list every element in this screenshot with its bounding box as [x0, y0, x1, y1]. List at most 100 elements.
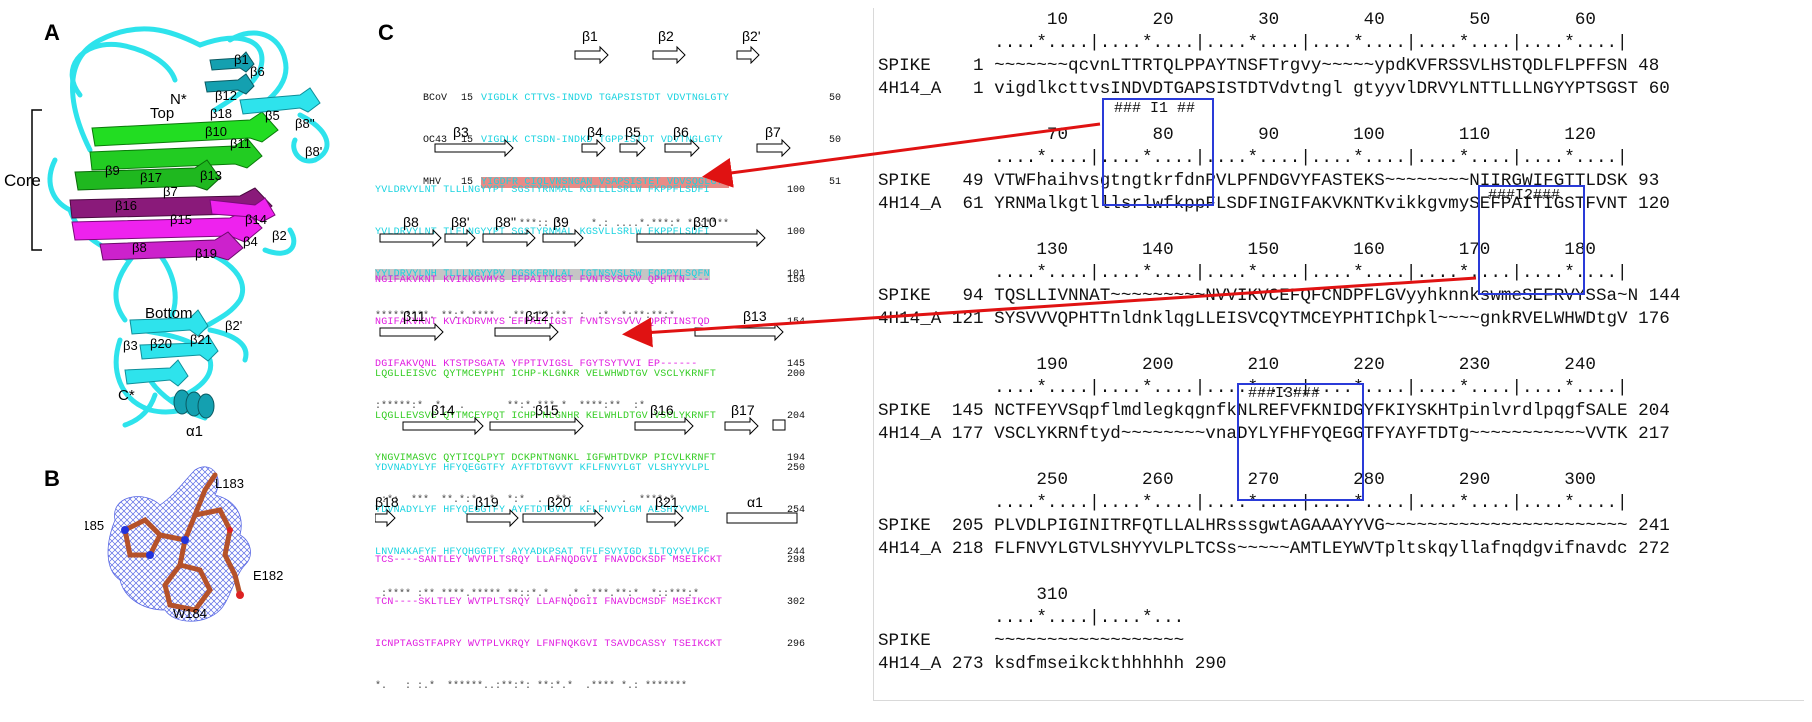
consensus: *. : :.* ******..:**:*: **:*.* .**** *.:…: [375, 681, 688, 692]
alignment-line: 4H14_A 61 YRNMalkgtlllsrlwfkppFLSDFINGIF…: [878, 194, 1670, 214]
ss-row-2: β8 β8' β8'' β9 β10: [379, 214, 766, 248]
label-b8p: β8': [305, 144, 322, 159]
ss-label: β17: [731, 402, 755, 418]
seq-end: 145: [786, 359, 805, 370]
c-row-4: YDVNADYLYF HFYQEGGTFY AYFTDTGVVT KFLFNVY…: [375, 434, 805, 630]
consensus: .:*: *** **.*:*: * *:* . **: . . . ****:…: [375, 495, 676, 506]
panel-label-c: C: [378, 20, 394, 45]
seq-text: ICNPTAGSTFAPRY WVTPLVKRQY LFNFNQKGVI TSA…: [375, 639, 723, 650]
seq-text: TCN----SKLTLEY WVTPLTSRQY LLAFNQDGII FNA…: [375, 597, 723, 608]
label-b11: β11: [230, 136, 251, 151]
seq-text: YIGDFR CIQLVNSNGAN VSAPSISTET VDVSQGLGTY: [481, 177, 730, 188]
ss-label: β12: [525, 308, 549, 324]
alignment-line: ....*....|....*....|....*....|....*....|…: [878, 378, 1628, 398]
c-row-1: YVLDRVYLNT TLLLNGYYPT SGSTYRNMAL KGTLLLS…: [375, 156, 805, 352]
alignment-line: SPIKE 205 PLVDLPIGINITRFQTLLALHRsssgwtAG…: [878, 516, 1670, 536]
density-mesh-model: L183 H185 E182 W184: [85, 466, 283, 622]
seq-end: 204: [786, 411, 805, 422]
loop-tubes: [47, 26, 330, 428]
top-sheet: [74, 87, 321, 191]
ss-row-3: β11 β12 β13: [379, 308, 784, 342]
alignment-line: SPIKE 145 NCTFEYVSqpflmdlegkqgnfkNLREFVF…: [878, 401, 1670, 421]
seq-text: YDVNADYLYF HFYQEGGTFY AYFTDTGVVT KFLFNVY…: [375, 463, 710, 474]
label-b4: β4: [243, 234, 258, 249]
ss-label: β9: [553, 214, 569, 230]
ss-label: β16: [650, 402, 674, 418]
label-b16: β16: [115, 198, 137, 213]
label-b7: β7: [163, 184, 178, 199]
label-core: Core: [4, 171, 41, 190]
alignment-line: 4H14_A 273 ksdfmseikckthhhhhh 290: [878, 654, 1227, 674]
insertion-box-i2: [1478, 185, 1585, 295]
insertion-label-i1: ### I1 ##: [1114, 100, 1196, 117]
seq-text: VIGDLK CTTVS-INDVD TGAPSISTDT VDVTNGLGTY: [481, 93, 730, 104]
core-bracket: [31, 109, 42, 251]
label-b5: β5: [265, 108, 280, 123]
ss-label: β7: [765, 124, 781, 140]
ss-row-4: β14 β15 β16 β17: [402, 402, 786, 436]
label-b2p: β2': [225, 318, 242, 333]
alignment-line: 190 200 210 220 230 240: [878, 355, 1596, 375]
seq-text: LQGLLEVSVC QYTMCEYPQT ICHP-NLGNHR KELWHL…: [375, 411, 717, 422]
ss-label: β18: [375, 494, 399, 510]
seq-end: 244: [786, 547, 805, 558]
ss-row-5: β18 β19 β20 β21 α1: [375, 494, 798, 528]
insertion-label-i3: ###I3###: [1248, 385, 1321, 402]
alpha-helix: [173, 389, 215, 419]
ss-label: α1: [747, 494, 763, 510]
seq-end: 101: [786, 269, 805, 280]
ss-label: β1: [582, 28, 598, 44]
alignment-line: 130 140 150 160 170 180: [878, 240, 1596, 260]
alignment-line: ....*....|....*...: [878, 608, 1185, 628]
alignment-line: 4H14_A 177 VSCLYKRNftyd~~~~~~~~vnaDYLYFH…: [878, 424, 1670, 444]
seq-start: 15: [461, 93, 474, 104]
label-b3: β3: [123, 338, 138, 353]
oxygen-atoms: [227, 527, 244, 599]
seq-end: 51: [828, 177, 841, 188]
label-b10: β10: [205, 124, 227, 139]
nitrogen-atoms: [121, 526, 189, 559]
residue-e182: E182: [253, 568, 283, 583]
seq-name: MHV: [423, 177, 442, 188]
seq-text: TCS----SANTLEY WVTPLTSRQY LLAFNQDGVI FNA…: [375, 555, 723, 566]
ss-row-0: β1 β2 β2': [574, 28, 761, 64]
seq-end: 298: [786, 555, 805, 566]
seq-end: 254: [786, 505, 805, 516]
alignment-line: ....*....|....*....|....*....|....*....|…: [878, 148, 1628, 168]
seq-text: DGIFAKVQNL KTSTPSGATA YFPTIVIGSL FGYTSYT…: [375, 359, 698, 370]
label-a1: α1: [186, 423, 203, 440]
c-row-0: BCoV 15 VIGDLK CTTVS-INDVD TGAPSISTDT VDVT…: [423, 64, 841, 260]
seq-end: 250: [786, 463, 805, 474]
seq-text: YVLDRVYLNT TLFLNGYYPT SGSTYRNMAL KGSVLLS…: [375, 227, 710, 238]
alignment-line: 10 20 30 40 50 60: [878, 10, 1596, 30]
residue-w184: W184: [173, 606, 207, 621]
label-n: N*: [170, 91, 187, 108]
label-b14: β14: [245, 212, 267, 227]
ss-label: β20: [547, 494, 571, 510]
residue-l183: L183: [215, 476, 244, 491]
ss-label: β6: [673, 124, 689, 140]
alignment-line: 4H14_A 218 FLFNVYLGTVLSHYYVLPLTCSs~~~~~A…: [878, 539, 1670, 559]
ss-label: β14: [431, 402, 455, 418]
label-b6: β6: [250, 64, 265, 79]
ss-label: β10: [693, 214, 717, 230]
c-row-3: LQGLLEISVC QYTMCEYPHT ICHP-KLGNKR VELWHW…: [375, 340, 805, 536]
label-b19: β19: [195, 246, 217, 261]
consensus: :**** :** ****.***** **::*.* .* .***.**:…: [375, 589, 700, 600]
insertion-box-i1: [1102, 98, 1214, 206]
seq-name: OC43: [423, 135, 448, 146]
seq-end: 200: [786, 369, 805, 380]
alignment-panel: 10 20 30 40 50 60 ....*....|....*....|..…: [873, 8, 1804, 701]
seq-text: YYLDRVYLNH TLLLNGYYPV DGSKFRNLAL TGTNSVS…: [375, 269, 710, 280]
insertion-label-i2: ###I2###: [1488, 187, 1561, 204]
alignment-line: 70 80 90 100 110 120: [878, 125, 1596, 145]
label-b21: β21: [190, 332, 212, 347]
seq-end: 50: [828, 93, 841, 104]
seq-text: YDVNADYLYF HFYQEGGTFY AYFTDTGVVT KFLFNVY…: [375, 505, 710, 516]
seq-name: BCoV: [423, 93, 448, 104]
label-b2: β2: [272, 228, 287, 243]
alignment-line: 310: [878, 585, 1069, 605]
alignment-line: 250 260 270 280 290 300: [878, 470, 1596, 490]
seq-text: LQGLLEISVC QYTMCEYPHT ICHP-KLGNKR VELWHW…: [375, 369, 717, 380]
electron-density-mesh: [107, 466, 251, 622]
